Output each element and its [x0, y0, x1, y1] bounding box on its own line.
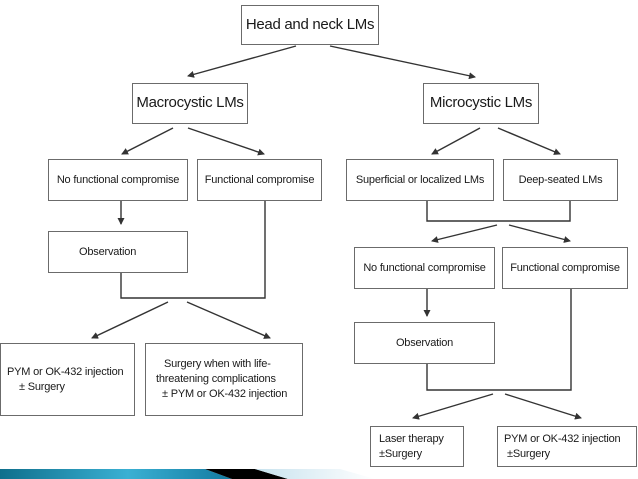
- node-micro-outcome-pym: PYM or OK-432 injection ±Surgery: [497, 426, 637, 467]
- node-micro-deep-seated: Deep-seated LMs: [503, 159, 618, 201]
- merge-bracket-left: [120, 201, 266, 299]
- node-line: ±Surgery: [379, 447, 422, 460]
- node-label: Functional compromise: [510, 262, 620, 274]
- footer-decorative-bar: [0, 469, 375, 479]
- footer-black-segment: [205, 469, 288, 479]
- arrow-micro-to-superficial: [431, 127, 481, 155]
- footer-blue-segment: [0, 469, 232, 479]
- node-label: Macrocystic LMs: [136, 94, 244, 112]
- node-micro-functional-compromise: Functional compromise: [502, 247, 628, 289]
- node-label: No functional compromise: [56, 173, 180, 186]
- node-macro-functional-compromise: Functional compromise: [197, 159, 322, 201]
- node-label: Functional compromise: [204, 173, 315, 186]
- node-micro-superficial-or-localized: Superficial or localized LMs: [346, 159, 494, 201]
- arrow-micro-to-deep: [497, 127, 561, 155]
- arrow-merge-to-outcome-left: [91, 301, 169, 339]
- node-macro-outcome-surgery: Surgery when with life- threatening comp…: [145, 343, 303, 416]
- node-macro-no-functional-compromise: No functional compromise: [48, 159, 188, 201]
- arrow-merge-to-laser: [412, 393, 494, 420]
- node-line: Laser therapy: [379, 432, 444, 445]
- merge-bracket-right: [426, 288, 572, 391]
- node-line: ± PYM or OK-432 injection: [162, 387, 288, 400]
- node-line: threatening complications: [156, 373, 276, 386]
- node-macro-outcome-pym: PYM or OK-432 injection ± Surgery: [0, 343, 135, 416]
- node-line: ±Surgery: [507, 447, 550, 460]
- arrow-merge-to-func-right: [508, 224, 571, 243]
- arrow-macro-to-func: [187, 127, 265, 156]
- arrow-root-to-macrocystic: [187, 45, 297, 78]
- arrow-root-to-microcystic: [329, 45, 476, 80]
- footer-light-segment: [255, 469, 375, 479]
- node-line: ± Surgery: [19, 380, 65, 393]
- node-label: Deep-seated LMs: [518, 173, 603, 186]
- arrow-merge-to-nofunc-right: [431, 224, 498, 243]
- node-macrocystic-lms: Macrocystic LMs: [132, 83, 248, 124]
- node-micro-outcome-laser: Laser therapy ±Surgery: [370, 426, 464, 467]
- arrow-merge-to-pym-right: [504, 393, 582, 420]
- node-label: Superficial or localized LMs: [355, 173, 485, 186]
- node-label: Observation: [395, 336, 454, 349]
- node-label: No functional compromise: [363, 261, 486, 274]
- node-head-and-neck-lms: Head and neck LMs: [241, 5, 379, 45]
- arrow-macro-to-nofunc: [121, 127, 174, 155]
- merge-bracket-superficial-deep: [426, 201, 571, 222]
- node-micro-no-functional-compromise: No functional compromise: [354, 247, 495, 289]
- node-label: Observation: [79, 245, 137, 258]
- node-line: PYM or OK-432 injection: [7, 365, 124, 378]
- node-label: Microcystic LMs: [429, 94, 533, 112]
- node-label: Head and neck LMs: [245, 15, 375, 33]
- node-line: Surgery when with life-: [164, 358, 271, 371]
- node-micro-observation: Observation: [354, 322, 495, 364]
- node-line: PYM or OK-432 injection: [504, 432, 621, 445]
- node-microcystic-lms: Microcystic LMs: [423, 83, 539, 124]
- arrow-merge-to-outcome-right: [186, 301, 271, 339]
- node-macro-observation: Observation: [48, 231, 188, 273]
